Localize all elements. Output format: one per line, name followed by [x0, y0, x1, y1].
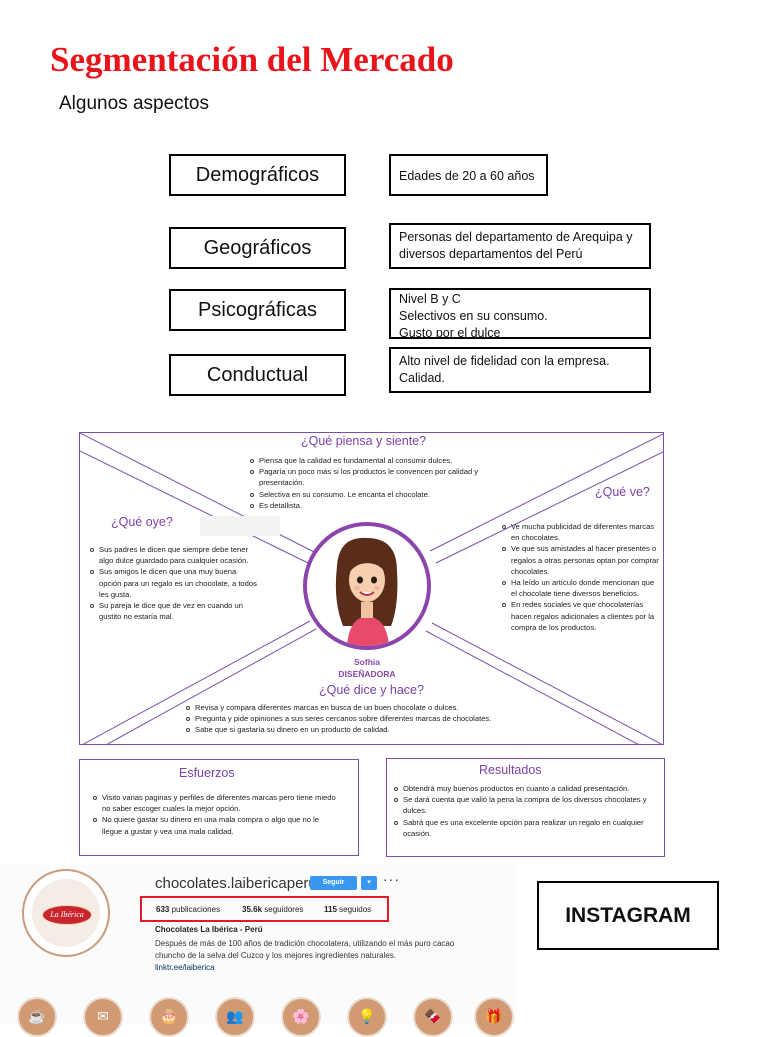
list-item: Pagaría un poco más si los productos le …	[248, 466, 488, 488]
segment-value-line: Selectivos en su consumo.	[399, 309, 548, 323]
map-ve-title: ¿Qué ve?	[595, 485, 650, 499]
follow-button[interactable]: Seguir	[310, 876, 357, 890]
highlight-flower-icon[interactable]: 🌸	[281, 997, 321, 1037]
esfuerzos-title: Esfuerzos	[179, 766, 235, 780]
list-item: Selectiva en su consumo. Le encanta el c…	[248, 489, 488, 500]
persona-role: DISEÑADORA	[338, 669, 396, 679]
segment-label-conductual: Conductual	[169, 354, 346, 396]
profile-avatar[interactable]: La Ibérica	[22, 869, 110, 957]
list-item: Sus padres le dicen que siempre debe ten…	[88, 544, 260, 566]
follow-dropdown-button[interactable]: ▾	[361, 876, 377, 890]
highlight-glyph: 🎂	[160, 1008, 178, 1024]
list-item: Sabrá que es una excelente opción para r…	[392, 817, 652, 839]
profile-link[interactable]: linktr.ee/laiberica	[155, 963, 215, 972]
profile-username: chocolates.laibericaperu	[155, 875, 317, 892]
posts-count: 633	[156, 905, 170, 914]
list-item: Ve mucha publicidad de diferentes marcas…	[500, 521, 660, 543]
map-oye-list: Sus padres le dicen que siempre debe ten…	[88, 544, 260, 622]
map-oye-title: ¿Qué oye?	[111, 515, 173, 529]
segment-value-demograficos: Edades de 20 a 60 años	[389, 154, 548, 196]
list-item: Ve que sus amistades al hacer presentes …	[500, 543, 660, 577]
logo-text: La Ibérica	[50, 910, 84, 919]
followers-stat[interactable]: 35.6k seguidores	[242, 905, 303, 914]
list-item: En redes sociales ve que chocolaterías h…	[500, 599, 660, 633]
esfuerzos-box: Esfuerzos Visito varias paginas y perfil…	[79, 759, 359, 856]
following-stat[interactable]: 115 seguidos	[324, 905, 371, 914]
list-item: Visito varias paginas y perfiles de dife…	[91, 792, 341, 814]
empathy-map-lines	[80, 433, 663, 744]
resultados-list: Obtendrá muy buenos productos en cuanto …	[392, 783, 652, 839]
persona-illustration	[335, 537, 398, 646]
resultados-box: Resultados Obtendrá muy buenos productos…	[386, 758, 665, 857]
map-dice-list: Revisa y compara diferentes marcas en bu…	[184, 702, 544, 736]
highlight-people-icon[interactable]: 👥	[215, 997, 255, 1037]
highlight-cup-icon[interactable]: ☕	[17, 997, 57, 1037]
map-piensa-list: Piensa que la calidad es fundamental al …	[248, 455, 488, 511]
list-item: Revisa y compara diferentes marcas en bu…	[184, 702, 544, 713]
highlight-glyph: ☕	[28, 1008, 46, 1024]
segment-value-line: Alto nivel de fidelidad con la empresa.	[399, 354, 610, 368]
highlight-cake-icon[interactable]: 🎂	[149, 997, 189, 1037]
highlight-glyph: 🌸	[292, 1008, 310, 1024]
followers-count: 35.6k	[242, 905, 263, 914]
persona-name: Sofhia	[354, 657, 380, 667]
posts-stat[interactable]: 633 publicaciones	[156, 905, 220, 914]
highlight-gift-icon[interactable]: 🎁	[474, 997, 514, 1037]
profile-bio: Después de más de 100 años de tradición …	[155, 938, 454, 961]
highlight-glyph: 💡	[358, 1008, 376, 1024]
highlight-glyph: 🍫	[424, 1008, 442, 1024]
segment-label-psicograficas: Psicográficas	[169, 289, 346, 331]
profile-name: Chocolates La Ibérica - Perú	[155, 925, 263, 934]
segment-label-demograficos: Demográficos	[169, 154, 346, 196]
list-item: Es detallista.	[248, 500, 488, 511]
following-label: seguidos	[339, 905, 372, 914]
list-item: Piensa que la calidad es fundamental al …	[248, 455, 488, 466]
highlight-glyph: 👥	[226, 1008, 244, 1024]
segment-value-line: Edades de 20 a 60 años	[399, 169, 535, 183]
more-options-icon[interactable]: ···	[383, 871, 400, 887]
list-item: No quiere gastar su dinero en una mala c…	[91, 814, 341, 836]
highlight-glyph: ✉	[97, 1008, 109, 1024]
instagram-label-box: INSTAGRAM	[537, 881, 719, 950]
segment-value-conductual: Alto nivel de fidelidad con la empresa. …	[389, 347, 651, 393]
bio-line: chuncho de la selva del Cuzco y los mejo…	[155, 950, 397, 960]
segment-label-geograficos: Geográficos	[169, 227, 346, 269]
segment-value-line: Personas del departamento de Arequipa y	[399, 230, 633, 244]
following-count: 115	[324, 905, 337, 914]
map-dice-title: ¿Qué dice y hace?	[319, 683, 424, 697]
page-title: Segmentación del Mercado	[50, 40, 454, 79]
posts-label: publicaciones	[171, 905, 221, 914]
list-item: Ha leído un artículo donde mencionan que…	[500, 577, 660, 599]
esfuerzos-list: Visito varias paginas y perfiles de dife…	[91, 792, 341, 837]
highlight-envelope-icon[interactable]: ✉	[83, 997, 123, 1037]
instagram-profile: La Ibérica chocolates.laibericaperu Segu…	[0, 865, 516, 1037]
la-iberica-logo: La Ibérica	[42, 905, 92, 925]
highlight-bulb-icon[interactable]: 💡	[347, 997, 387, 1037]
list-item: Se dará cuenta que valió la pena la comp…	[392, 794, 652, 816]
list-item: Su pareja le dice que de vez en cuando u…	[88, 600, 260, 622]
highlight-glyph: 🎁	[485, 1008, 503, 1024]
segment-value-line: Calidad.	[399, 371, 445, 385]
persona-avatar	[303, 522, 431, 650]
list-item: Sus amigos le dicen que una muy buena op…	[88, 566, 260, 600]
blurred-region	[200, 516, 280, 536]
bio-line: Después de más de 100 años de tradición …	[155, 939, 455, 948]
highlight-chocolate-icon[interactable]: 🍫	[413, 997, 453, 1037]
page-subtitle: Algunos aspectos	[59, 93, 209, 114]
profile-stats: 633 publicaciones 35.6k seguidores 115 s…	[140, 896, 389, 922]
empathy-map: ¿Qué piensa y siente? Piensa que la cali…	[79, 432, 664, 745]
segment-value-psicograficas: Nivel B y C Selectivos en su consumo. Gu…	[389, 288, 651, 339]
list-item: Obtendrá muy buenos productos en cuanto …	[392, 783, 652, 794]
logo-background: La Ibérica	[32, 879, 100, 947]
resultados-title: Resultados	[479, 763, 542, 777]
segment-value-line: Gusto por el dulce	[399, 326, 501, 339]
segment-value-line: diversos departamentos del Perú	[399, 247, 583, 261]
list-item: Pregunta y pide opiniones a sus seres ce…	[184, 713, 544, 724]
segment-value-geograficos: Personas del departamento de Arequipa y …	[389, 223, 651, 269]
list-item: Sabe que si gastaría su dinero en un pro…	[184, 724, 544, 735]
map-ve-list: Ve mucha publicidad de diferentes marcas…	[500, 521, 660, 633]
segment-value-line: Nivel B y C	[399, 292, 461, 306]
followers-label: seguidores	[264, 905, 304, 914]
map-piensa-title: ¿Qué piensa y siente?	[301, 434, 427, 448]
